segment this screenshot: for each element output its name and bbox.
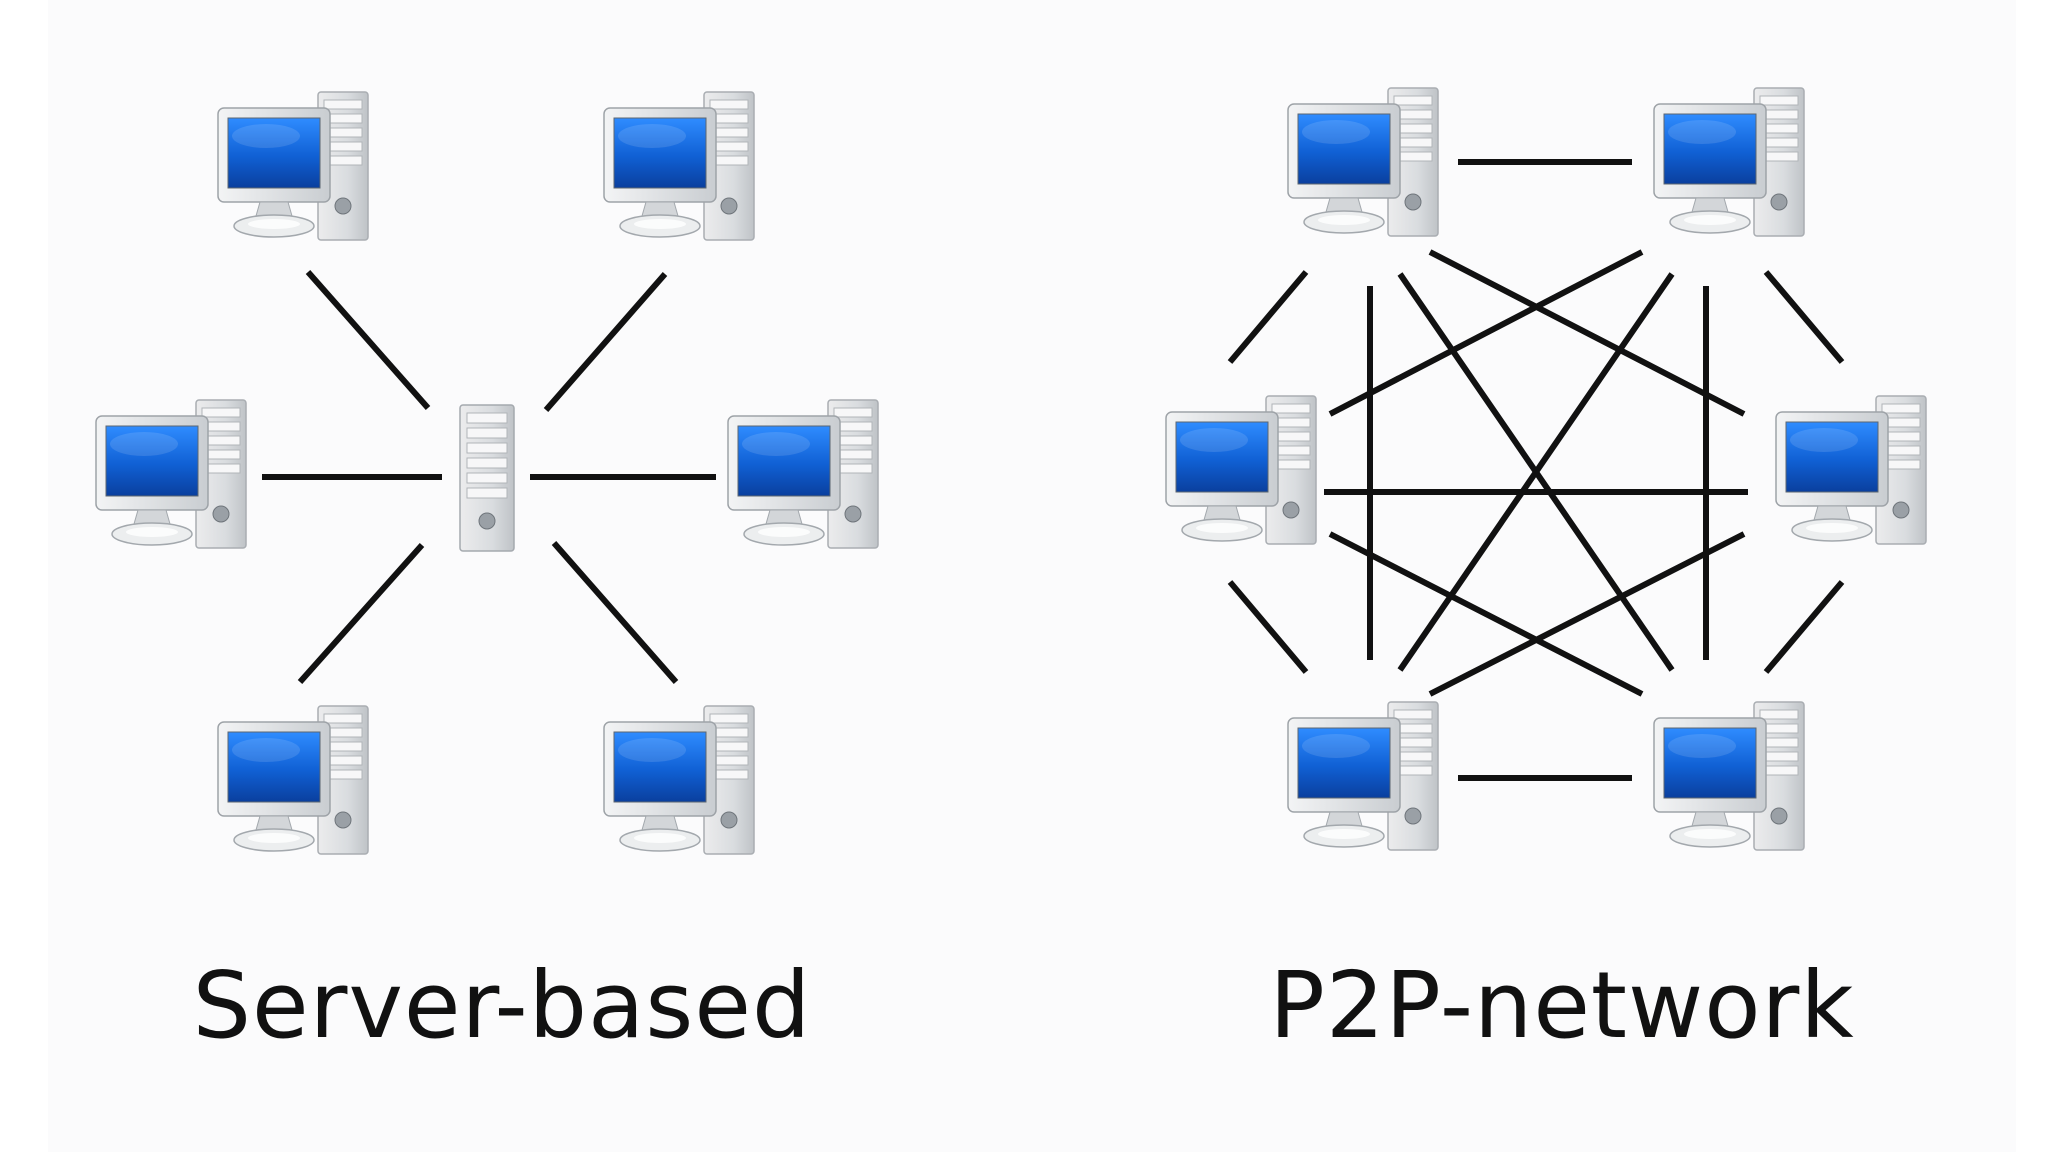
link-top-left [305,270,431,410]
link-bottom-right [551,541,679,684]
link-tl-mr [1428,249,1746,417]
desktop-computer-icon [217,705,369,855]
desktop-computer-icon [1287,87,1439,237]
server-tower-icon [459,404,515,552]
link-mr-br [1763,580,1845,674]
desktop-computer-icon [1653,87,1805,237]
server-based-diagram [95,91,879,855]
desktop-computer-icon [1165,395,1317,545]
p2p-network-caption: P2P-network [1269,952,1855,1059]
desktop-computer-icon [603,705,755,855]
desktop-computer-icon [727,399,879,549]
link-mr-bl [1428,531,1746,697]
desktop-computer-icon [1287,701,1439,851]
p2p-links [1227,159,1845,781]
link-bottom-left [297,543,425,684]
server-links [262,270,716,684]
link-top-right [543,272,668,412]
desktop-computer-icon [603,91,755,241]
link-tr-bl [1397,272,1675,672]
link-tr-mr [1763,270,1845,364]
link-ml-br [1328,531,1644,697]
desktop-computer-icon [1775,395,1927,545]
link-tr-ml [1328,249,1644,417]
desktop-computer-icon [95,399,247,549]
server-based-caption: Server-based [192,952,812,1059]
link-tl-ml [1227,270,1309,364]
link-ml-bl [1227,580,1309,674]
p2p-diagram [1165,87,1927,851]
desktop-computer-icon [217,91,369,241]
desktop-computer-icon [1653,701,1805,851]
